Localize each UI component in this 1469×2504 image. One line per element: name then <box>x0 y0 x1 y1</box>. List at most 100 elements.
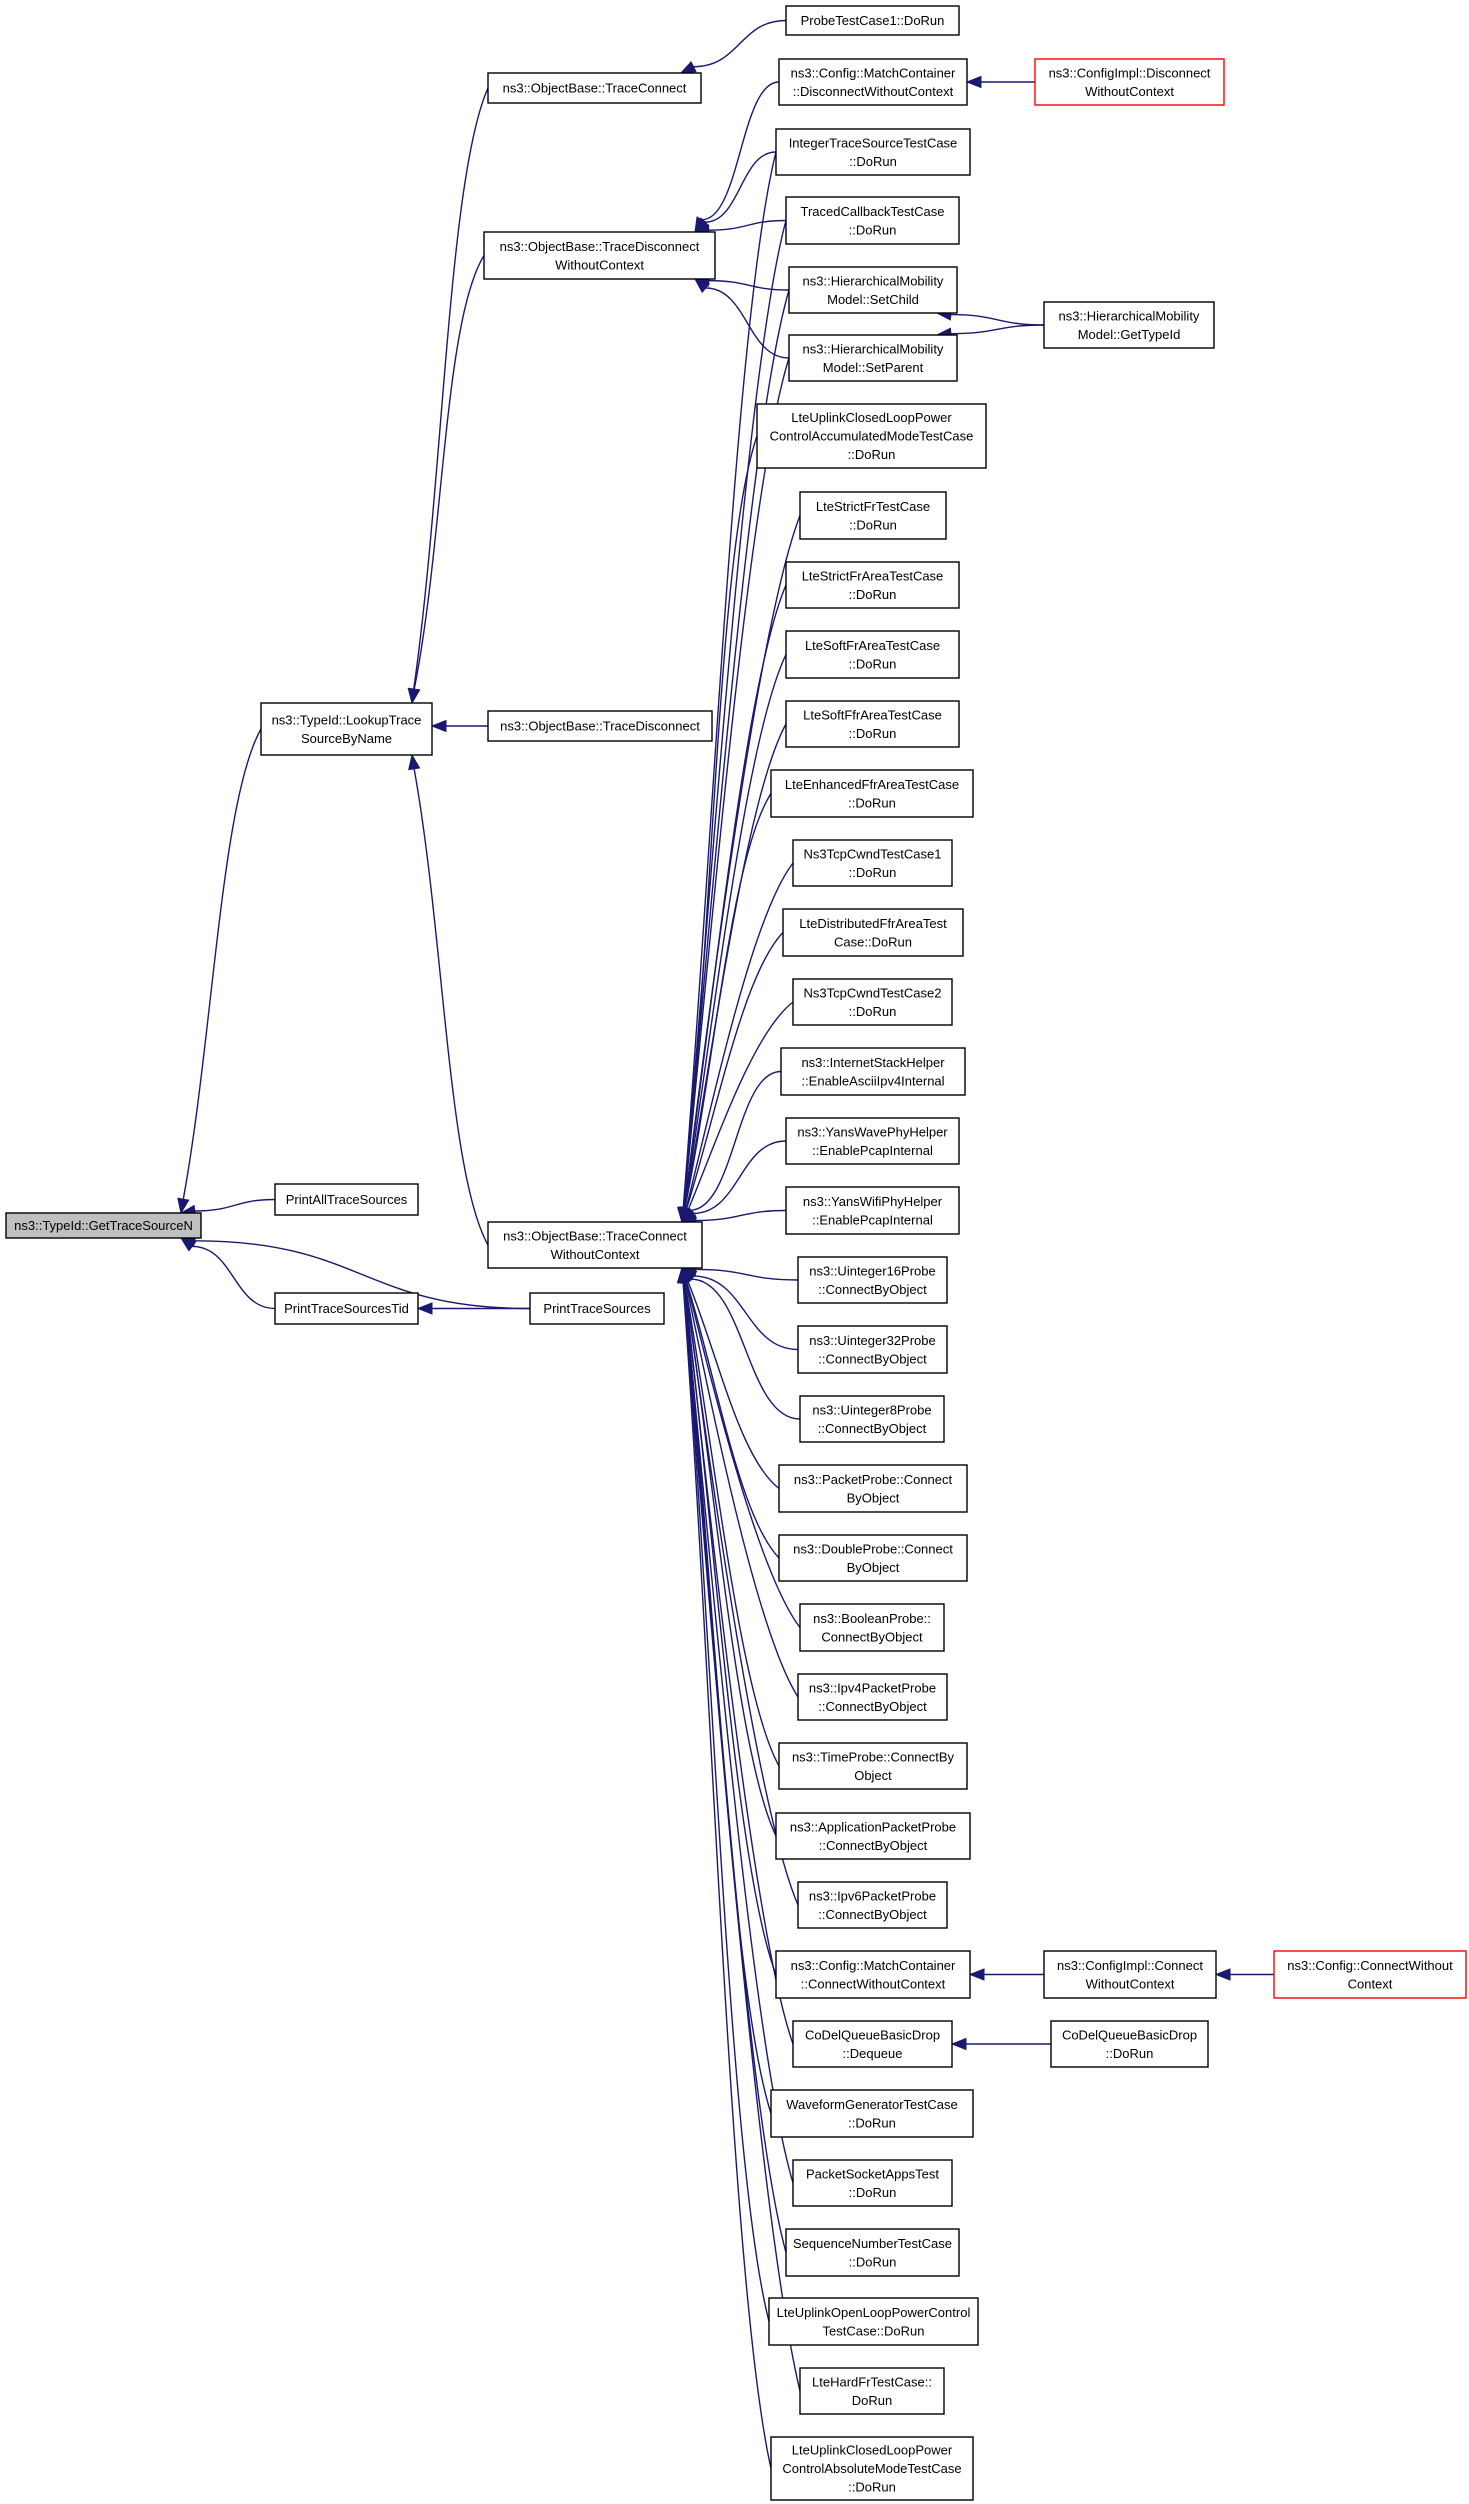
node-box <box>792 2020 953 2068</box>
node-label: ns3::TimeProbe::ConnectBy <box>792 1749 955 1764</box>
node-tcpCwnd1[interactable]: Ns3TcpCwndTestCase1::DoRun <box>792 839 953 887</box>
node-lteUlClAcc[interactable]: LteUplinkClosedLoopPowerControlAccumulat… <box>756 403 987 469</box>
node-codelDeq[interactable]: CoDelQueueBasicDrop::Dequeue <box>792 2020 953 2068</box>
node-ipv6Probe[interactable]: ns3::Ipv6PacketProbe::ConnectByObject <box>797 1881 948 1929</box>
node-label: ns3::Config::MatchContainer <box>791 1958 956 1973</box>
node-yansWave[interactable]: ns3::YansWavePhyHelper::EnablePcapIntern… <box>785 1117 960 1165</box>
node-label: ns3::Config::MatchContainer <box>791 65 956 80</box>
edge-tcwc-to-lookup <box>408 753 489 1246</box>
node-box <box>1043 1950 1217 1999</box>
edge-codelRun-to-codelDeq <box>950 2037 1051 2051</box>
node-box <box>274 1183 419 1216</box>
node-label: LteStrictFrAreaTestCase <box>802 568 944 583</box>
node-probe1[interactable]: ProbeTestCase1::DoRun <box>785 5 960 36</box>
node-label: ::DoRun <box>849 1004 897 1019</box>
node-box <box>792 978 953 1026</box>
node-u32Probe[interactable]: ns3::Uinteger32Probe::ConnectByObject <box>797 1325 948 1374</box>
node-label: ::DoRun <box>849 517 897 532</box>
node-pktSock[interactable]: PacketSocketAppsTest::DoRun <box>792 2159 953 2207</box>
node-box <box>797 1881 948 1929</box>
node-label: ::DoRun <box>849 222 897 237</box>
node-appProbe[interactable]: ns3::ApplicationPacketProbe::ConnectByOb… <box>775 1812 971 1860</box>
node-mcConn[interactable]: ns3::Config::MatchContainer::ConnectWith… <box>775 1950 971 1999</box>
node-lteUlOl[interactable]: LteUplinkOpenLoopPowerControlTestCase::D… <box>768 2297 979 2346</box>
arrowhead <box>430 719 447 733</box>
node-root[interactable]: ns3::TypeId::GetTraceSourceN <box>5 1212 202 1239</box>
node-label: ::Dequeue <box>843 2046 903 2061</box>
node-label: ns3::YansWavePhyHelper <box>797 1124 948 1139</box>
node-printAll[interactable]: PrintAllTraceSources <box>274 1183 419 1216</box>
node-tracedCb[interactable]: TracedCallbackTestCase::DoRun <box>785 196 960 245</box>
node-lteUlClAbs[interactable]: LteUplinkClosedLoopPowerControlAbsoluteM… <box>770 2436 974 2501</box>
node-dblProbe[interactable]: ns3::DoubleProbe::ConnectByObject <box>778 1534 968 1582</box>
node-lteStrictFrArea[interactable]: LteStrictFrAreaTestCase::DoRun <box>785 561 960 609</box>
node-u8Probe[interactable]: ns3::Uinteger8Probe::ConnectByObject <box>799 1395 945 1443</box>
node-lteEnhFfrArea[interactable]: LteEnhancedFfrAreaTestCase::DoRun <box>770 769 974 818</box>
node-box <box>792 2159 953 2207</box>
edge-tc-to-lookup <box>407 87 489 705</box>
node-hmSetParent[interactable]: ns3::HierarchicalMobilityModel::SetParen… <box>788 334 958 382</box>
node-box <box>785 1186 960 1235</box>
arrowhead <box>1214 1968 1231 1981</box>
node-box <box>785 630 960 679</box>
node-ipv4Probe[interactable]: ns3::Ipv4PacketProbe::ConnectByObject <box>797 1673 948 1721</box>
node-box <box>785 196 960 245</box>
node-td[interactable]: ns3::ObjectBase::TraceDisconnect <box>487 710 713 742</box>
node-box <box>770 2089 974 2138</box>
node-tc[interactable]: ns3::ObjectBase::TraceConnect <box>487 72 702 104</box>
node-label: ControlAbsoluteModeTestCase <box>782 2461 961 2476</box>
node-hmGetTypeId[interactable]: ns3::HierarchicalMobilityModel::GetTypeI… <box>1043 301 1215 349</box>
node-label: ::DoRun <box>849 656 897 671</box>
node-label: ns3::InternetStackHelper <box>801 1055 945 1070</box>
node-tcpCwnd2[interactable]: Ns3TcpCwndTestCase2::DoRun <box>792 978 953 1026</box>
node-seqNum[interactable]: SequenceNumberTestCase::DoRun <box>785 2228 960 2277</box>
node-lteHardFr[interactable]: LteHardFrTestCase::DoRun <box>799 2367 945 2415</box>
node-label: ns3::Uinteger32Probe <box>809 1333 935 1348</box>
edge-intTS-to-tdwc <box>694 151 777 233</box>
node-mcDisc[interactable]: ns3::Config::MatchContainer::DisconnectW… <box>778 58 968 106</box>
node-label: ByObject <box>847 1490 900 1505</box>
node-inetStack[interactable]: ns3::InternetStackHelper::EnableAsciiIpv… <box>780 1047 966 1096</box>
edge-line <box>682 220 787 1209</box>
edge-line <box>683 584 787 1209</box>
node-lteStrictFr[interactable]: LteStrictFrTestCase::DoRun <box>799 491 947 540</box>
node-box <box>756 403 987 469</box>
node-label: ns3::ConfigImpl::Connect <box>1057 1958 1203 1973</box>
edge-printTid-to-root <box>179 1237 276 1310</box>
node-cfgDisc[interactable]: ns3::ConfigImpl::DisconnectWithoutContex… <box>1034 58 1225 106</box>
edge-yansWave-to-tcwc <box>680 1140 787 1223</box>
node-printTS[interactable]: PrintTraceSources <box>529 1292 665 1325</box>
node-intTS[interactable]: IntegerTraceSourceTestCase::DoRun <box>775 128 971 176</box>
node-lteSoftFrArea[interactable]: LteSoftFrAreaTestCase::DoRun <box>785 630 960 679</box>
node-waveGen[interactable]: WaveformGeneratorTestCase::DoRun <box>770 2089 974 2138</box>
node-label: ns3::PacketProbe::Connect <box>794 1472 953 1487</box>
node-label: Ns3TcpCwndTestCase1 <box>803 846 941 861</box>
node-u16Probe[interactable]: ns3::Uinteger16Probe::ConnectByObject <box>797 1256 948 1304</box>
node-label: ns3::Ipv4PacketProbe <box>809 1680 936 1695</box>
node-codelRun[interactable]: CoDelQueueBasicDrop::DoRun <box>1050 2020 1209 2068</box>
node-lteSoftFfrArea[interactable]: LteSoftFfrAreaTestCase::DoRun <box>785 700 960 748</box>
edge-cfgConn-to-mcConn <box>968 1968 1044 1981</box>
edge-line <box>705 287 790 359</box>
node-cfgConn[interactable]: ns3::ConfigImpl::ConnectWithoutContext <box>1043 1950 1217 1999</box>
node-cfgConnTop[interactable]: ns3::Config::ConnectWithoutContext <box>1273 1950 1467 1999</box>
node-label: ::DoRun <box>849 726 897 741</box>
node-yansWifi[interactable]: ns3::YansWifiPhyHelper::EnablePcapIntern… <box>785 1186 960 1235</box>
node-label: ns3::TypeId::LookupTrace <box>272 712 422 727</box>
node-label: ::ConnectByObject <box>818 1282 927 1297</box>
node-boolProbe[interactable]: ns3::BooleanProbe::ConnectByObject <box>799 1603 945 1652</box>
node-box <box>797 1325 948 1374</box>
node-printTid[interactable]: PrintTraceSourcesTid <box>274 1292 419 1325</box>
node-box <box>487 710 713 742</box>
node-tdwc[interactable]: ns3::ObjectBase::TraceDisconnectWithoutC… <box>483 231 716 280</box>
edge-line <box>682 435 758 1209</box>
node-pktProbe[interactable]: ns3::PacketProbe::ConnectByObject <box>778 1464 968 1513</box>
node-tcwc[interactable]: ns3::ObjectBase::TraceConnectWithoutCont… <box>487 1221 703 1269</box>
node-label: Ns3TcpCwndTestCase2 <box>803 985 941 1000</box>
node-timeProbe[interactable]: ns3::TimeProbe::ConnectByObject <box>778 1742 968 1790</box>
node-label: ns3::Ipv6PacketProbe <box>809 1888 936 1903</box>
